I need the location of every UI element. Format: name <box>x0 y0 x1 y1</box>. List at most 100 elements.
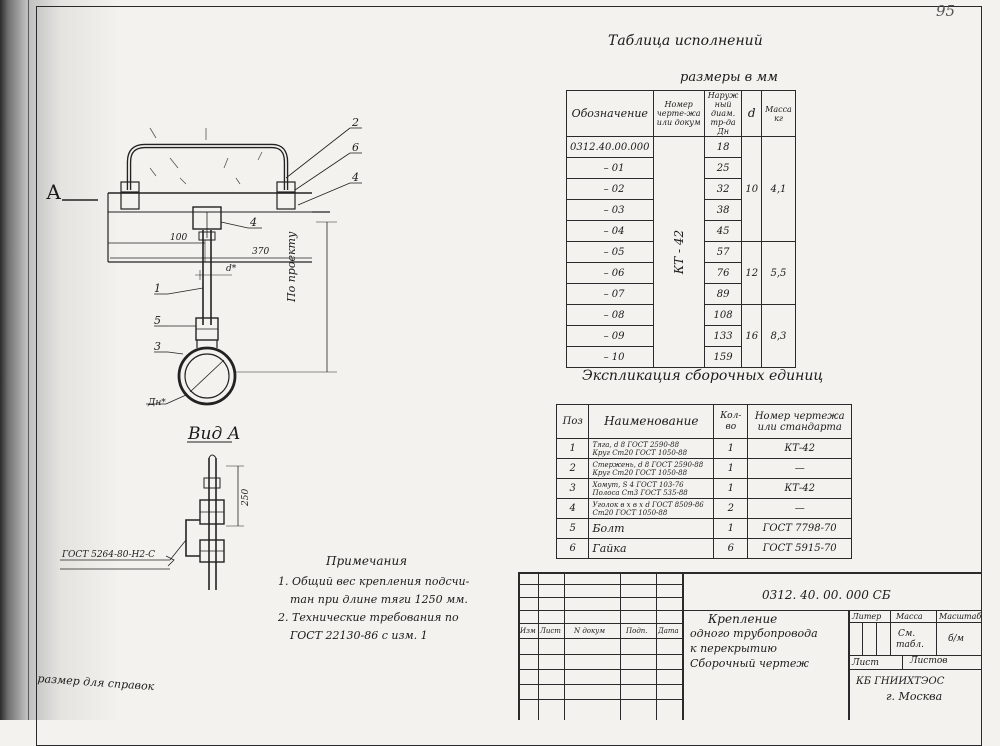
name-part: Круг <box>592 448 610 457</box>
dimension-rod-diameter: d* <box>226 264 237 274</box>
cell-qty: 2 <box>713 498 749 519</box>
spec-table-title: Экспликация сборочных единиц <box>582 368 824 384</box>
name-material: Ст20 ГОСТ 1050-88 <box>612 468 688 477</box>
stamp-line <box>518 610 682 611</box>
name-line: Хомут, S 4 ГОСТ 103-76 <box>592 481 710 489</box>
note-line: ГОСТ 22130-86 с изм. 1 <box>290 629 428 642</box>
cell-designation: – 09 <box>566 325 654 347</box>
cell-position: 5 <box>555 518 590 539</box>
cell-designation: – 07 <box>566 283 654 305</box>
stamp-line <box>936 610 937 655</box>
cell-dn: 25 <box>703 157 743 179</box>
name-material: в х в х d ГОСТ 8509-86 <box>620 500 704 509</box>
spec-table: Поз Наименование Кол-во Номер чертежа ил… <box>555 404 852 559</box>
cell-standard: — <box>747 458 852 479</box>
note-line: 2. Технические требования по <box>278 611 459 624</box>
cell-doc-number: КТ - 42 <box>652 136 705 368</box>
table-row: 6 Гайка 6 ГОСТ 5915-70 <box>555 538 852 559</box>
stamp-line <box>518 669 682 670</box>
col-mass: Масса кг <box>761 90 796 137</box>
name-line: Круг Ст20 ГОСТ 1050-88 <box>592 469 710 477</box>
doc-number-vertical: КТ - 42 <box>671 229 686 275</box>
cell-dn: 38 <box>703 199 743 221</box>
stamp-line <box>876 622 877 655</box>
cell-qty: 6 <box>713 538 749 559</box>
cell-dn: 108 <box>703 304 743 326</box>
col-designation: Обозначение <box>566 90 654 137</box>
part-label-3: 3 <box>154 340 161 353</box>
stamp-line <box>518 638 682 640</box>
cell-designation: – 08 <box>566 304 654 326</box>
name-part: Круг <box>592 468 610 477</box>
stamp-line <box>518 584 682 585</box>
dimension-pipe-diameter: Дн* <box>148 398 166 408</box>
cell-designation: – 01 <box>566 157 654 179</box>
stamp-sheet: Лист <box>852 658 879 668</box>
cell-dn: 57 <box>703 241 743 263</box>
part-label-4: 4 <box>352 171 359 184</box>
cell-qty: 1 <box>713 458 749 479</box>
stamp-line <box>656 572 657 720</box>
cell-name: Стержень, d 8 ГОСТ 2590-88 Круг Ст20 ГОС… <box>588 458 715 479</box>
stamp-scale-value: б/м <box>948 634 964 644</box>
cell-designation: – 10 <box>566 346 654 368</box>
cell-dn: 133 <box>703 325 743 347</box>
name-material: Ст20 ГОСТ 1050-88 <box>612 448 688 457</box>
dimension-by-project: По проекту <box>285 231 298 302</box>
cell-designation: – 04 <box>566 220 654 242</box>
name-line: Ст20 ГОСТ 1050-88 <box>592 509 710 517</box>
col-doc-number: Номер черте-жа или докум <box>652 90 705 137</box>
cell-name: Хомут, S 4 ГОСТ 103-76 Полоса Ст3 ГОСТ 5… <box>588 478 715 499</box>
performance-table-header: Обозначение Номер черте-жа или докум Нар… <box>566 90 796 137</box>
cell-position: 4 <box>555 498 590 519</box>
performance-table: Обозначение Номер черте-жа или докум Нар… <box>566 90 796 368</box>
stamp-line <box>518 623 682 624</box>
assembly-drawing <box>60 127 362 590</box>
name-material: S 4 ГОСТ 103-76 <box>622 480 684 489</box>
cell-standard: ГОСТ 5915-70 <box>747 538 852 559</box>
part-label-2: 2 <box>352 116 359 129</box>
name-part: Тяга, <box>592 440 612 449</box>
notes-title: Примечания <box>326 554 408 568</box>
weld-standard-ref: ГОСТ 5264-80-Н2-С <box>62 550 156 560</box>
stamp-line <box>518 572 520 720</box>
cell-mass: 4,1 <box>761 136 796 242</box>
name-line: Тяга, d 8 ГОСТ 2590-88 <box>592 441 710 449</box>
cell-name: Тяга, d 8 ГОСТ 2590-88 Круг Ст20 ГОСТ 10… <box>588 438 715 459</box>
stamp-city: г. Москва <box>886 690 943 703</box>
stamp-col-data: Дата <box>658 627 679 635</box>
cell-dn: 45 <box>703 220 743 242</box>
stamp-line <box>518 684 682 685</box>
table-row: 2 Стержень, d 8 ГОСТ 2590-88 Круг Ст20 Г… <box>555 458 852 479</box>
table-row: 5 Болт 1 ГОСТ 7798-70 <box>555 518 852 539</box>
stamp-col-podp: Подп. <box>626 627 648 635</box>
cell-qty: 1 <box>713 478 749 499</box>
spec-table-header: Поз Наименование Кол-во Номер чертежа ил… <box>555 404 852 439</box>
col-position: Поз <box>555 404 590 439</box>
cell-standard: КТ-42 <box>747 438 852 459</box>
stamp-doc-code: 0312. 40. 00. 000 СБ <box>762 588 891 602</box>
table-row: 0312.40.00.000 КТ - 42 18 10 4,1 <box>566 136 796 368</box>
stamp-line <box>538 572 539 720</box>
cell-d: 12 <box>741 241 763 305</box>
cell-name: Болт <box>588 518 715 539</box>
cell-dn: 32 <box>703 178 743 200</box>
table-row: 1 Тяга, d 8 ГОСТ 2590-88 Круг Ст20 ГОСТ … <box>555 438 852 459</box>
col-outer-diameter: Наруж ный диам. тр-да Дн <box>703 90 743 137</box>
stamp-masshtab: Масштаб <box>939 612 982 621</box>
cell-name: Уголок в х в х d ГОСТ 8509-86 Ст20 ГОСТ … <box>588 498 715 519</box>
section-marker: А <box>46 180 62 204</box>
stamp-sheets: Листов <box>910 656 948 666</box>
stamp-title-line-4: Сборочный чертеж <box>690 657 809 670</box>
cell-dn: 89 <box>703 283 743 305</box>
name-line: Круг Ст20 ГОСТ 1050-88 <box>592 449 710 457</box>
name-material: Ст3 ГОСТ 535-88 <box>621 488 688 497</box>
table-row: – 09 133 <box>566 325 796 347</box>
cell-designation: – 05 <box>566 241 654 263</box>
cell-designation: 0312.40.00.000 <box>566 136 654 158</box>
page-number: 95 <box>936 2 956 20</box>
cell-dn: 18 <box>703 136 743 158</box>
